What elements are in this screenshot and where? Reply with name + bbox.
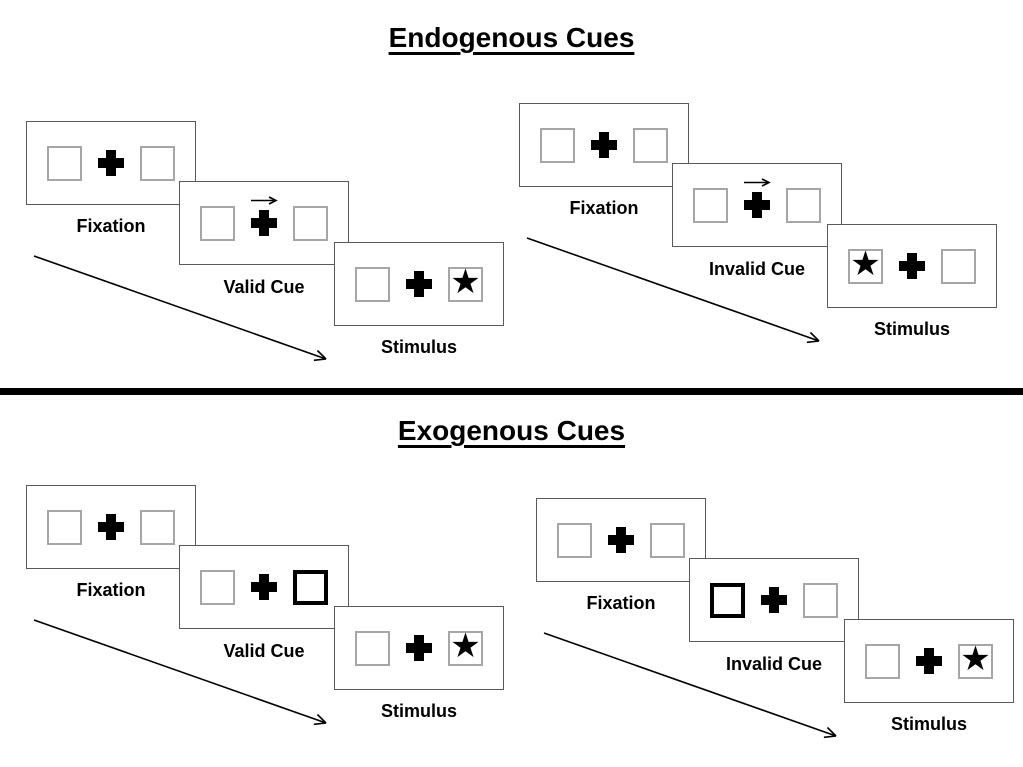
target-star-icon: ★ (960, 640, 991, 678)
fixation-label: Fixation (586, 593, 656, 613)
exogenous-invalid-trial-sequence: Fixation Invalid Cue ★ Stimulus (536, 498, 1023, 758)
plus-icon (608, 527, 634, 553)
plus-icon (406, 635, 432, 661)
plus-icon (251, 574, 277, 600)
stimulus-label: Stimulus (380, 337, 457, 357)
right-cue-arrow-icon (251, 196, 278, 205)
right-placeholder-box (140, 509, 175, 545)
fixation-label: Fixation (569, 198, 639, 218)
target-star-icon: ★ (850, 245, 881, 283)
fixation-cross-icon (406, 635, 432, 661)
right-placeholder-box (293, 205, 328, 241)
endogenous-invalid-trial-sequence: Fixation Invalid Cue ★ Stimulus (519, 103, 1019, 363)
right-placeholder-box (803, 582, 838, 618)
plus-icon (98, 150, 124, 176)
left-placeholder-box (47, 509, 82, 545)
target-star-icon: ★ (450, 627, 481, 665)
invalid-cue-panel (689, 558, 859, 642)
fixation-cross-icon (608, 527, 634, 553)
plus-icon (406, 271, 432, 297)
fixation-panel (26, 485, 196, 569)
left-placeholder-box (865, 643, 900, 679)
left-placeholder-box (355, 630, 390, 666)
left-placeholder-box (557, 522, 592, 558)
right-cue-arrow-icon (744, 178, 771, 187)
valid-cue-label: Valid Cue (223, 641, 305, 661)
timeline-arrow (526, 237, 820, 344)
left-placeholder-box (355, 266, 390, 302)
stimulus-panel: ★ (844, 619, 1014, 703)
plus-icon (591, 132, 617, 158)
stimulus-label: Stimulus (873, 319, 950, 339)
plus-icon (744, 192, 770, 218)
plus-icon (899, 253, 925, 279)
timeline-arrow (543, 632, 837, 739)
fixation-cross-icon (98, 150, 124, 176)
fixation-label: Fixation (76, 216, 146, 236)
plus-icon (98, 514, 124, 540)
valid-cue-panel (179, 545, 349, 629)
right-target-box: ★ (958, 640, 993, 679)
fixation-cross-icon (761, 587, 787, 613)
right-highlighted-cue-box (293, 569, 328, 605)
exogenous-section-title: Exogenous Cues (397, 415, 626, 446)
invalid-cue-panel (672, 163, 842, 247)
stimulus-panel: ★ (334, 242, 504, 326)
exogenous-valid-trial-sequence: Fixation Valid Cue ★ Stimulus (26, 485, 526, 745)
valid-cue-panel (179, 181, 349, 265)
left-placeholder-box (200, 205, 235, 241)
stimulus-label: Stimulus (380, 701, 457, 721)
invalid-cue-label: Invalid Cue (725, 654, 823, 674)
right-placeholder-box (941, 248, 976, 284)
fixation-cross-icon (591, 132, 617, 158)
right-target-box: ★ (448, 263, 483, 302)
fixation-cross-icon (916, 648, 942, 674)
left-target-box: ★ (848, 245, 883, 284)
fixation-cross-icon (899, 253, 925, 279)
left-placeholder-box (693, 187, 728, 223)
endogenous-valid-trial-sequence: Fixation Valid Cue ★ Stimulus (26, 121, 526, 381)
fixation-panel (536, 498, 706, 582)
stimulus-label: Stimulus (890, 714, 967, 734)
stimulus-panel: ★ (334, 606, 504, 690)
right-placeholder-box (786, 187, 821, 223)
timeline-arrow (33, 619, 327, 726)
fixation-cross-icon (251, 574, 277, 600)
fixation-cross-icon (251, 196, 278, 236)
endogenous-section-title: Endogenous Cues (388, 22, 635, 53)
fixation-label: Fixation (76, 580, 146, 600)
left-placeholder-box (47, 145, 82, 181)
plus-icon (761, 587, 787, 613)
right-placeholder-box (633, 127, 668, 163)
right-placeholder-box (140, 145, 175, 181)
section-divider (0, 388, 1023, 395)
fixation-cross-icon (744, 178, 771, 218)
stimulus-panel: ★ (827, 224, 997, 308)
right-placeholder-box (650, 522, 685, 558)
timeline-arrow (33, 255, 327, 362)
valid-cue-label: Valid Cue (223, 277, 305, 297)
left-placeholder-box (200, 569, 235, 605)
left-highlighted-cue-box (710, 582, 745, 618)
invalid-cue-label: Invalid Cue (708, 259, 806, 279)
fixation-panel (519, 103, 689, 187)
left-placeholder-box (540, 127, 575, 163)
plus-icon (251, 210, 277, 236)
fixation-panel (26, 121, 196, 205)
fixation-cross-icon (98, 514, 124, 540)
right-target-box: ★ (448, 627, 483, 666)
plus-icon (916, 648, 942, 674)
fixation-cross-icon (406, 271, 432, 297)
target-star-icon: ★ (450, 263, 481, 301)
